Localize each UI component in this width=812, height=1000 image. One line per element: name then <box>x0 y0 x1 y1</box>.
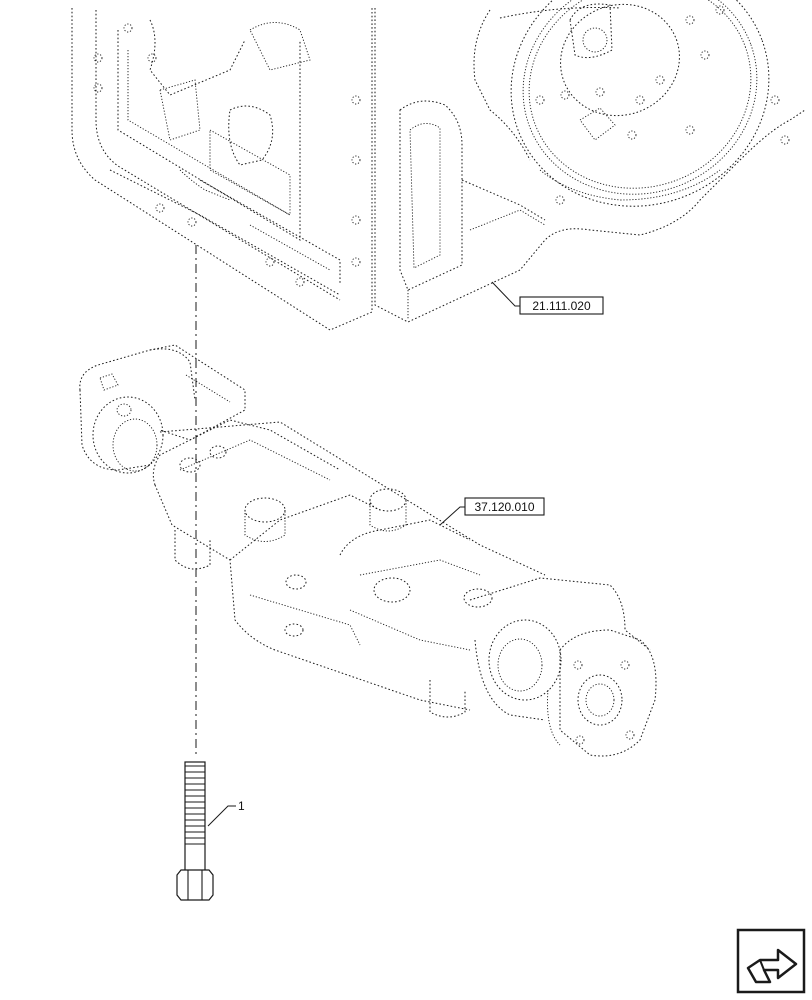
engine-flange <box>374 0 806 323</box>
front-axle-support <box>79 344 657 757</box>
housing-bolt-holes <box>93 23 361 287</box>
callout-number-bolt: 1 <box>238 799 245 813</box>
callout-bolt[interactable]: 1 <box>207 799 245 827</box>
bolt-head <box>176 869 214 901</box>
reference-text-axle-support: 37.120.010 <box>474 500 534 514</box>
next-page-arrow-icon[interactable] <box>736 928 806 994</box>
transmission-housing <box>71 8 373 331</box>
flywheel-holes <box>535 5 790 205</box>
reference-text-transmission: 21.111.020 <box>532 299 591 313</box>
bolt-part[interactable] <box>176 761 214 901</box>
bolt-thread <box>185 771 205 845</box>
reference-label-transmission[interactable]: 21.111.020 <box>491 281 604 315</box>
reference-label-axle-support[interactable]: 37.120.010 <box>439 497 545 526</box>
